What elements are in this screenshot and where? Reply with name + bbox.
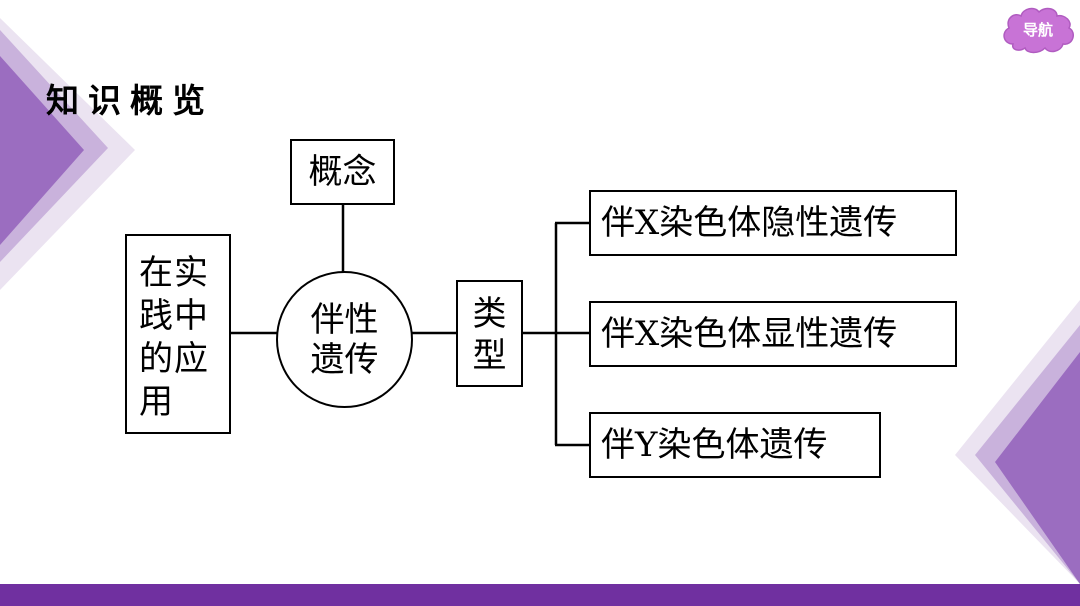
center-label: 伴性遗传 [310, 300, 379, 380]
application-label: 在实践中的应用 [139, 253, 209, 422]
leaf-label: 伴X染色体隐性遗传 [601, 203, 898, 243]
leaf-label: 伴X染色体显性遗传 [601, 314, 898, 354]
left-decoration-dark [0, 56, 84, 245]
right-decoration-dark [995, 352, 1080, 584]
leaf-node-x-recessive: 伴X染色体隐性遗传 [589, 190, 957, 256]
types-node: 类型 [456, 280, 523, 387]
page-title: 知识概览 [46, 81, 214, 120]
concept-label: 概念 [308, 152, 377, 192]
leaf-label: 伴Y染色体遗传 [601, 425, 828, 465]
nav-cloud-icon [1003, 7, 1074, 54]
center-node: 伴性遗传 [276, 271, 413, 408]
bottom-accent-bar [0, 584, 1080, 606]
types-label: 类型 [472, 294, 507, 376]
application-node: 在实践中的应用 [125, 234, 231, 434]
leaf-node-x-dominant: 伴X染色体显性遗传 [589, 301, 957, 367]
leaf-node-y-linked: 伴Y染色体遗传 [589, 412, 881, 478]
nav-button[interactable]: 导航 [999, 4, 1077, 56]
concept-node: 概念 [290, 139, 395, 205]
nav-label[interactable]: 导航 [1022, 21, 1053, 39]
